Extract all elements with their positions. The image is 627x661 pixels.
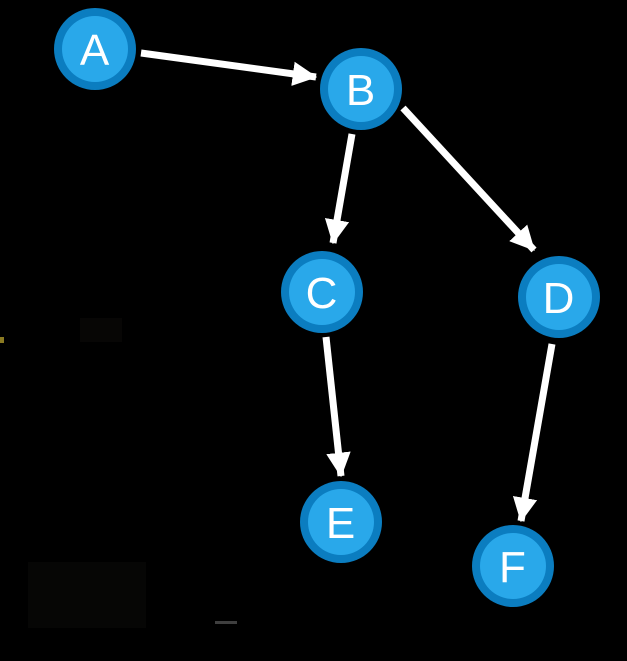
edge-D-F <box>512 343 556 523</box>
edge-B-D <box>400 105 537 253</box>
node-A[interactable]: A <box>54 8 136 90</box>
node-body <box>308 489 374 555</box>
node-body <box>62 16 128 82</box>
node-C[interactable]: C <box>281 251 363 333</box>
node-F[interactable]: F <box>472 525 554 607</box>
background-artifact <box>80 318 122 342</box>
background-artifact <box>0 337 4 343</box>
node-E[interactable]: E <box>300 481 382 563</box>
node-label: D <box>543 274 576 323</box>
edges-layer <box>140 49 556 523</box>
edge-A-B <box>140 49 318 86</box>
node-label: E <box>326 499 356 548</box>
nodes-layer: A B C D E F <box>54 8 600 607</box>
node-label: C <box>306 269 339 318</box>
node-body <box>289 259 355 325</box>
edge-C-E <box>322 336 351 478</box>
edge-B-C <box>324 133 356 245</box>
background-artifact <box>215 621 237 624</box>
node-label: F <box>499 543 527 592</box>
node-label: A <box>80 26 110 75</box>
node-body <box>480 533 546 599</box>
node-body <box>526 264 592 330</box>
node-D[interactable]: D <box>518 256 600 338</box>
node-label: B <box>346 66 376 115</box>
node-body <box>328 56 394 122</box>
node-B[interactable]: B <box>320 48 402 130</box>
background-artifact <box>28 562 146 628</box>
